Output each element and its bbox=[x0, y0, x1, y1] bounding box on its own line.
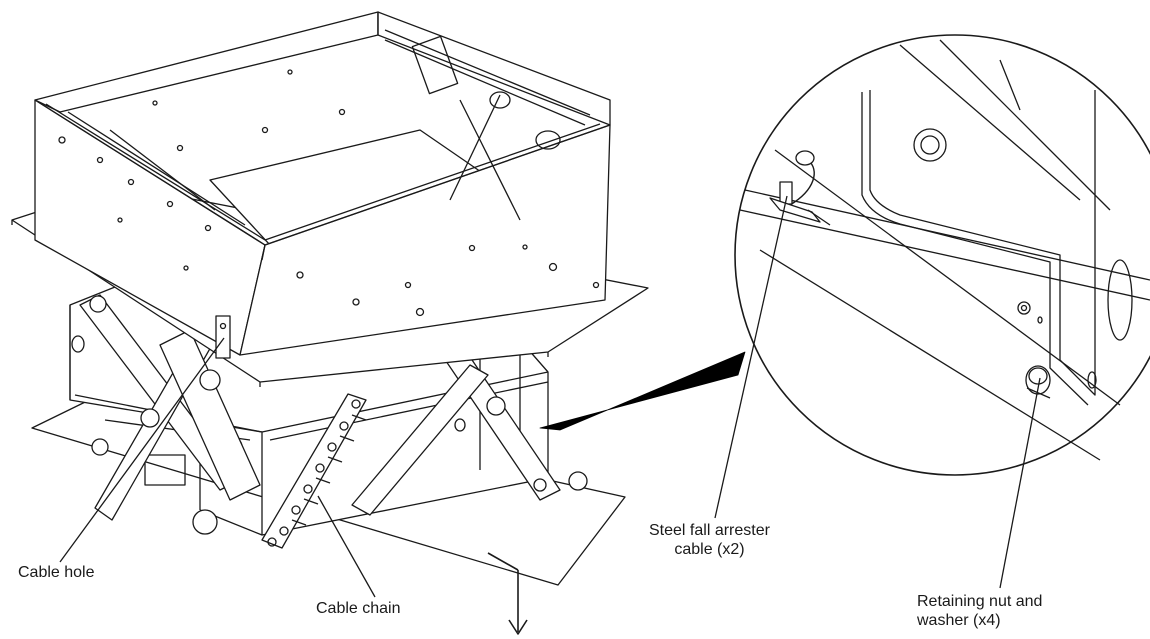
callout-steel-cable-line2: cable (x2) bbox=[674, 541, 745, 558]
detail-magnifier bbox=[734, 34, 1150, 476]
callout-cable-chain: Cable chain bbox=[316, 599, 401, 618]
leader-cable-hole bbox=[59, 337, 225, 563]
callout-nut-washer-line1: Retaining nut and bbox=[917, 593, 1043, 610]
callout-steel-cable-line1: Steel fall arrester bbox=[649, 522, 770, 539]
callout-nut-washer-line2: washer (x4) bbox=[917, 612, 1001, 629]
callout-cable-chain-text: Cable chain bbox=[316, 600, 401, 617]
leader-cable-chain bbox=[317, 495, 376, 598]
upper-box bbox=[34, 11, 611, 359]
leader-steel-cable bbox=[714, 195, 788, 519]
callout-steel-fall-arrester-cable: Steel fall arrester cable (x2) bbox=[649, 521, 770, 559]
callout-cable-hole-text: Cable hole bbox=[18, 564, 95, 581]
leader-nut-washer bbox=[999, 377, 1041, 589]
callout-cable-hole: Cable hole bbox=[18, 563, 95, 582]
callout-retaining-nut-washer: Retaining nut and washer (x4) bbox=[917, 592, 1042, 630]
arrow-down-icon bbox=[487, 552, 528, 635]
cable-chain bbox=[261, 393, 367, 549]
zoom-connector bbox=[539, 351, 746, 431]
